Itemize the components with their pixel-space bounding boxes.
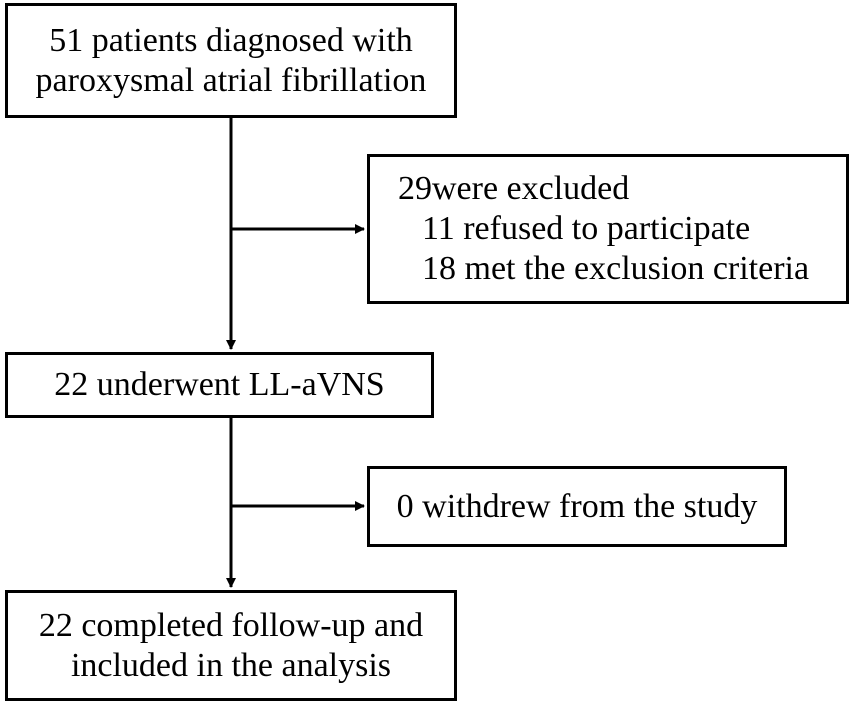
treated-text: 22 underwent LL-aVNS	[54, 366, 385, 403]
excluded-box: 29were excluded 11 refused to participat…	[367, 154, 849, 304]
enrolled-box: 51 patients diagnosed with paroxysmal at…	[5, 3, 457, 118]
withdrew-box: 0 withdrew from the study	[367, 466, 787, 547]
excluded-item-refused: 11 refused to participate	[422, 210, 751, 247]
enrolled-line-1: 51 patients diagnosed with	[49, 21, 413, 59]
analyzed-box: 22 completed follow-up and included in t…	[5, 590, 457, 701]
excluded-item-criteria: 18 met the exclusion criteria	[422, 250, 810, 287]
enrolled-line-2: paroxysmal atrial fibrillation	[35, 61, 427, 99]
treated-box: 22 underwent LL-aVNS	[5, 352, 434, 418]
analyzed-line-2: included in the analysis	[70, 646, 392, 684]
analyzed-line-1: 22 completed follow-up and	[38, 606, 424, 644]
excluded-title: 29were excluded	[398, 170, 630, 207]
withdrew-text: 0 withdrew from the study	[396, 487, 758, 525]
